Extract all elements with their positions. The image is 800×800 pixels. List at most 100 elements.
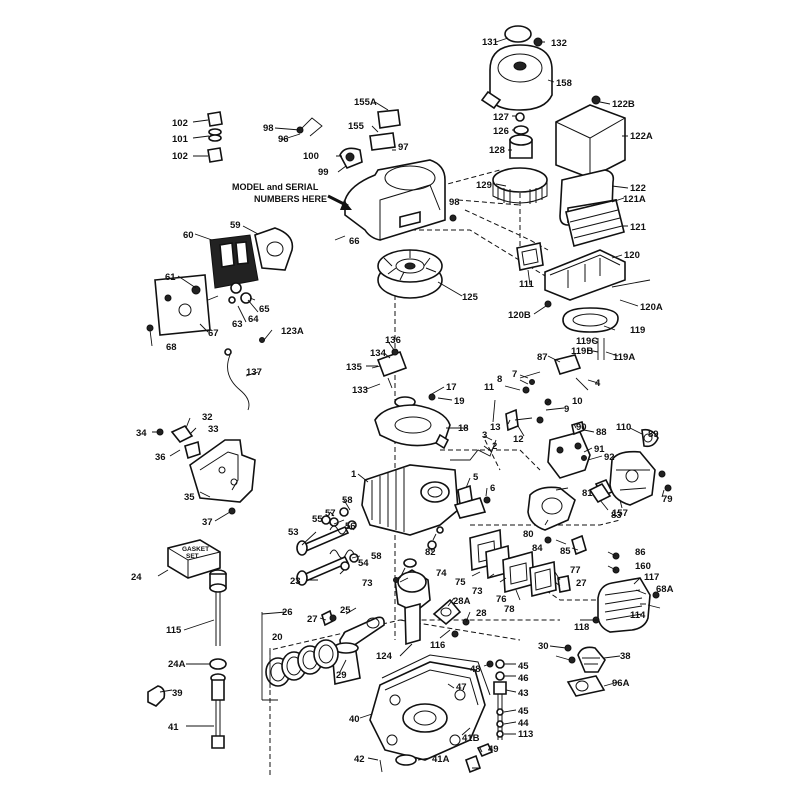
part-label: 29 (336, 670, 347, 681)
part-label: 118 (574, 622, 589, 633)
part-label: 57 (325, 508, 336, 519)
part-label: 41B (462, 733, 480, 744)
part-label: 38 (620, 651, 631, 662)
part-label: 78 (504, 604, 515, 615)
part-label: 83 (611, 510, 622, 521)
part-label: 63 (232, 319, 243, 330)
part-label: 157 (612, 508, 628, 519)
blower-housing-assembly (296, 109, 457, 241)
part-label: 131 (482, 37, 499, 48)
part-label: 32 (202, 412, 213, 423)
part-label: 80 (523, 529, 534, 540)
model-serial-note: MODEL and SERIAL NUMBERS HERE (232, 182, 352, 210)
part-label: 41A (432, 754, 450, 765)
part-label: 85 (560, 546, 571, 557)
part-label: 96 (278, 134, 289, 145)
part-label: 101 (172, 134, 189, 145)
part-label: 128 (489, 145, 505, 156)
part-label: 84 (532, 543, 543, 554)
part-label: 64 (248, 314, 259, 325)
part-label: 137 (246, 367, 262, 378)
part-label: 58 (342, 495, 353, 506)
part-label: 46 (518, 673, 529, 684)
part-label: 120B (508, 310, 531, 321)
throttle-bracket-assembly (371, 348, 497, 461)
part-label: 44 (518, 718, 529, 729)
part-label: 40 (349, 714, 360, 725)
part-label: 33 (208, 424, 219, 435)
part-label: 1 (351, 469, 357, 480)
part-label: 99 (318, 167, 329, 178)
part-label: 89 (648, 429, 659, 440)
dipstick-and-tube (147, 569, 227, 749)
part-label: 90 (576, 422, 587, 433)
part-label: 23 (290, 576, 301, 587)
part-label: 2 (492, 441, 497, 452)
part-label: 54 (358, 558, 369, 569)
part-label: 28A (453, 596, 471, 607)
part-label: 26 (282, 607, 293, 618)
part-label: 37 (202, 517, 213, 528)
part-label: 100 (303, 151, 319, 162)
part-label: 41 (168, 722, 179, 733)
part-label: 98 (449, 197, 460, 208)
part-label: 123A (281, 326, 304, 337)
part-label: 136 (385, 335, 401, 346)
part-label: 117 (644, 572, 659, 583)
part-label: 122B (612, 99, 635, 110)
part-label: 97 (398, 142, 409, 153)
part-label: 122 (630, 183, 646, 194)
part-label: 75 (455, 577, 466, 588)
part-label: 18 (458, 423, 469, 434)
part-label: 124 (376, 651, 393, 662)
part-label: 92 (604, 452, 615, 463)
part-label: 11 (484, 382, 495, 393)
part-label: 27 (576, 578, 587, 589)
part-label: 120A (640, 302, 663, 313)
part-label: 158 (556, 78, 572, 89)
part-label: 13 (490, 422, 501, 433)
part-label: 10 (572, 396, 583, 407)
part-label: 39 (172, 688, 183, 699)
part-label: 160 (635, 561, 651, 572)
part-label: 45 (518, 706, 529, 717)
part-label: 24 (131, 572, 142, 583)
part-label: 82 (425, 547, 436, 558)
part-label: 126 (493, 126, 509, 137)
part-label: 9 (564, 404, 569, 415)
part-label: 133 (352, 385, 368, 396)
air-cleaner-assembly (516, 95, 651, 360)
part-label: 36 (155, 452, 166, 463)
valve-train-parts (296, 507, 359, 586)
part-label: 114 (630, 610, 646, 621)
part-label: 120 (624, 250, 640, 261)
part-label: 19 (454, 396, 465, 407)
ignition-module-assembly (146, 227, 294, 411)
part-label: 113 (518, 729, 533, 740)
part-label: 35 (184, 492, 195, 503)
part-label: 5 (473, 472, 479, 483)
part-label: 134 (370, 348, 387, 359)
part-label: 79 (662, 494, 673, 505)
part-label: 45 (518, 661, 529, 672)
leader-lines (149, 37, 665, 769)
part-label: 7 (512, 369, 517, 380)
control-bracket-assembly (156, 424, 256, 515)
part-label: 34 (136, 428, 147, 439)
part-label: 77 (570, 565, 581, 576)
part-label: 119A (613, 352, 635, 363)
part-label: 119B (571, 346, 593, 357)
part-label: 30 (538, 641, 549, 652)
part-label: 3 (482, 430, 487, 441)
part-label: 55 (312, 514, 323, 525)
part-label: 116 (430, 640, 445, 651)
part-label: 73 (362, 578, 373, 589)
part-label: 119 (630, 325, 645, 336)
part-label: 68A (656, 584, 674, 595)
part-label: 74 (436, 568, 447, 579)
part-number-labels: 131 132 158 127 126 128 122B 122A 122 12… (131, 37, 674, 765)
gasket-set-box: GASKET SET (167, 539, 221, 579)
piston-connecting-rod (321, 609, 385, 685)
flywheel (377, 249, 443, 299)
